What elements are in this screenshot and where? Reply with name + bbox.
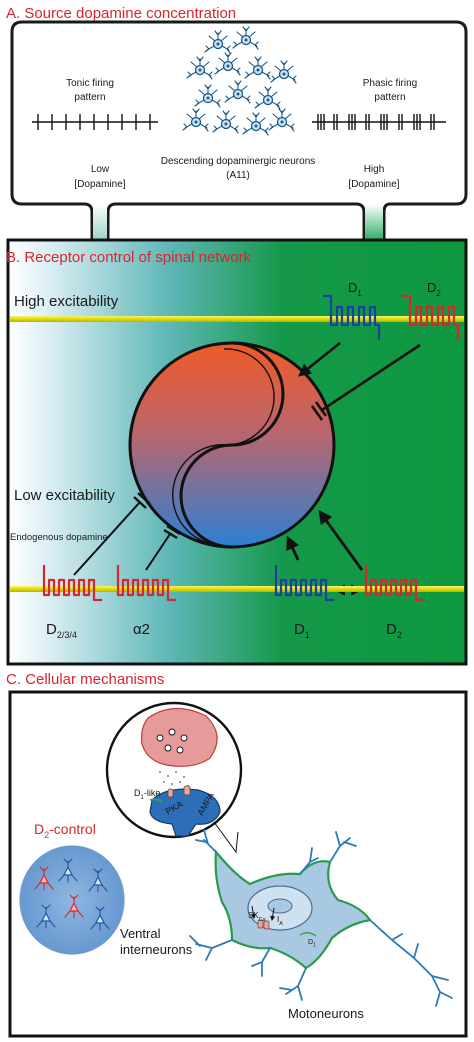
high-dopamine-label-2: [Dopamine] (348, 179, 399, 190)
tonic-label-2: pattern (74, 92, 105, 103)
d2-inhibition-bar-2 (310, 405, 324, 421)
ventral-interneuron-pool (19, 845, 125, 955)
source-box (10, 20, 468, 242)
alpha2-inhibition-line (145, 533, 171, 571)
presynaptic-terminal (141, 707, 218, 767)
tonic-spike-train (32, 114, 158, 130)
high-dopamine-label: High (364, 164, 385, 175)
high-dopamine-duct (365, 204, 383, 244)
ventral-label: Ventral (120, 926, 161, 941)
section-b-title: B. Receptor control of spinal network (6, 249, 252, 266)
low-dopamine-label: Low (91, 164, 110, 175)
d1-like-receptor (167, 788, 174, 798)
section-b: B. Receptor control of spinal network Hi… (6, 238, 468, 666)
lower-d1-d2-arrow (318, 509, 364, 571)
motoneuron: SKCa IA D1 (189, 829, 453, 1007)
lower-d234-receptor: D2/3/4 (42, 565, 102, 640)
dendrites (189, 829, 453, 1007)
d2-inhibition-line (321, 343, 421, 412)
ampa-channel (183, 785, 191, 796)
neurons-label: Descending dopaminergic neurons (161, 156, 316, 167)
d1-like-label: D1-like (134, 788, 160, 801)
endogenous-dopamine-label: Endogenous dopamine (10, 532, 108, 543)
d1-receptor-marker (299, 932, 317, 937)
tonic-label: Tonic firing (66, 78, 114, 89)
upper-d1-label: D1 (348, 280, 362, 298)
low-dopamine-label-2: [Dopamine] (74, 179, 125, 190)
lower-d234-label: D2/3/4 (46, 621, 77, 640)
network-state-sphere (128, 341, 336, 549)
low-excitability-label: Low excitability (14, 487, 115, 504)
lower-d2-receptor: D2 (364, 565, 424, 640)
d1-small-label: D1 (308, 939, 316, 949)
d2-control-label: D2-control (34, 821, 96, 840)
d2-inhibition-bar (314, 401, 328, 417)
motoneurons-label: Motoneurons (288, 1006, 364, 1021)
phasic-spike-train (312, 114, 446, 130)
alpha2-inhibition-bar-2 (166, 524, 181, 536)
lower-membrane (10, 586, 464, 592)
lower-alpha2-receptor: α2 (116, 565, 176, 638)
phasic-label-2: pattern (374, 92, 405, 103)
section-c-title: C. Cellular mechanisms (6, 671, 164, 688)
lower-d1-arrow (286, 535, 300, 561)
low-dopamine-duct (93, 204, 107, 244)
phasic-label: Phasic firing (363, 78, 417, 89)
section-a: A. Source dopamine concentration Tonic f… (6, 5, 468, 244)
sk-channel (257, 919, 264, 929)
alpha2-inhibition-bar (163, 528, 178, 540)
d234-inhibition-line (73, 501, 141, 576)
upper-membrane (10, 316, 464, 322)
upper-d2-receptor: D2 (402, 280, 460, 340)
d234-inhibition-bar (133, 496, 147, 509)
sk-label: SKCa (248, 911, 267, 923)
lower-d1-label: D1 (294, 621, 310, 640)
ia-channel (263, 920, 270, 930)
lower-alpha2-label: α2 (133, 621, 150, 638)
high-excitability-label: High excitability (14, 293, 119, 310)
nucleolus (267, 898, 293, 914)
lower-d2-label: D2 (386, 621, 402, 640)
synapse-magnifier: D1-like PKA AMPA (105, 701, 243, 839)
lower-d1-receptor: D1 (274, 565, 334, 640)
d1-excitation-arrow (297, 341, 341, 377)
section-a-title: A. Source dopamine concentration (6, 5, 236, 22)
interneurons-label: interneurons (120, 942, 193, 957)
upper-d2-label: D2 (427, 280, 441, 298)
d234-inhibition-bar-2 (137, 492, 151, 505)
magnifier-pointer (213, 821, 239, 854)
upper-d1-receptor: D1 (323, 280, 381, 340)
neurons-label-2: (A11) (226, 170, 250, 181)
section-c: C. Cellular mechanisms D1-like PKA AMPA (6, 671, 468, 1038)
ia-label: IA (277, 915, 283, 927)
